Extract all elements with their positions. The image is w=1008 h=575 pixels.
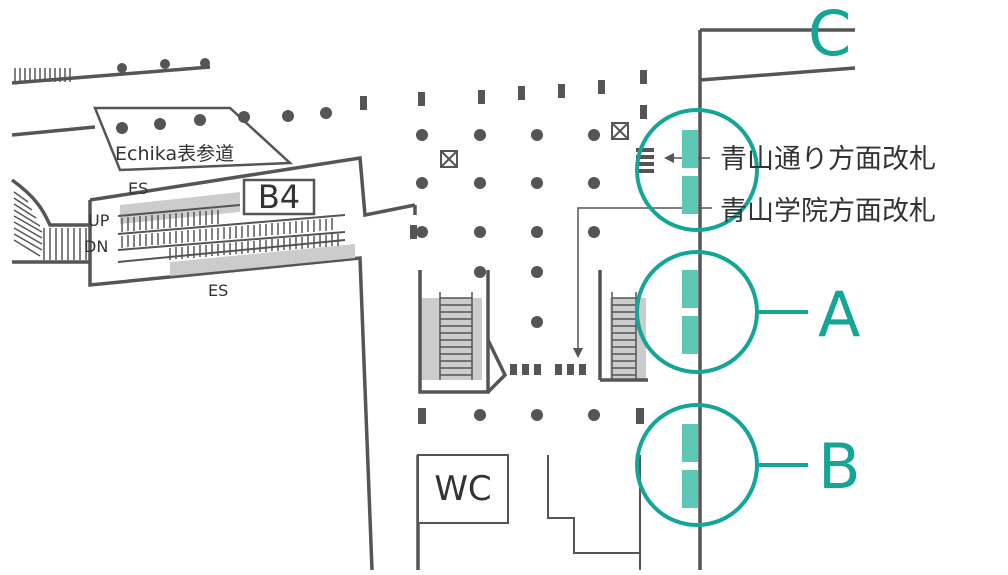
- pillar-dot: [474, 129, 486, 141]
- floor-dash: [518, 86, 525, 100]
- floor-dash: [640, 70, 647, 84]
- pillar-dot: [588, 177, 600, 189]
- floor-dash: [410, 225, 417, 239]
- escalator-band-lower: [170, 244, 355, 276]
- exit-b-letter: B: [818, 430, 861, 503]
- floor-dash: [636, 408, 644, 424]
- arrow-left-icon: [664, 153, 674, 163]
- pillar-dot: [588, 129, 600, 141]
- restroom-box: [417, 454, 509, 524]
- pillar-dot: [474, 226, 486, 238]
- pillar-dot: [117, 63, 127, 73]
- down-label: DN: [84, 237, 108, 256]
- elevator-marker-right: [611, 122, 629, 140]
- room-lower-left: [418, 455, 509, 524]
- pillar-dot: [416, 129, 428, 141]
- floor-dash: [558, 84, 565, 98]
- floor-dash: [598, 80, 605, 94]
- escalator-steps: [121, 210, 339, 260]
- pillar-dot: [531, 316, 543, 328]
- pillar-dot: [474, 177, 486, 189]
- floor-dash: [640, 105, 647, 119]
- ticket-gates: [682, 130, 698, 508]
- pillar-dot: [531, 409, 543, 421]
- floor-dash: [579, 364, 586, 375]
- floor-dash: [418, 408, 426, 424]
- floor-dash: [534, 364, 541, 375]
- pillar-dot: [320, 107, 332, 119]
- floor-badge: [242, 178, 316, 216]
- restroom-label: WC: [434, 469, 491, 509]
- escalator-upper-rails: [117, 204, 346, 263]
- floor-dashes: [360, 70, 647, 424]
- exit-c-letter: C: [808, 0, 851, 70]
- room-lower-right: [547, 455, 641, 554]
- escalator-band-upper: [120, 192, 240, 224]
- gate-aoyama-dori-label: 青山通り方面改札: [720, 144, 936, 175]
- stair-left: [418, 270, 508, 394]
- gate-aoyama-gakuin-label: 青山学院方面改札: [720, 196, 936, 227]
- pillar-dot: [531, 129, 543, 141]
- pillar-dot: [282, 110, 294, 122]
- floor-dash: [510, 364, 517, 375]
- echika-shop: [93, 106, 294, 172]
- pillar-dot: [474, 266, 486, 278]
- pillar-dot: [588, 409, 600, 421]
- floor-dash: [418, 92, 425, 106]
- pillar-dot: [531, 177, 543, 189]
- exit-c-circle: [635, 108, 759, 232]
- pillar-dot: [531, 266, 543, 278]
- pillar-dot: [116, 122, 128, 134]
- left-stairs: [13, 68, 87, 260]
- floor-dash: [478, 90, 485, 104]
- pillar-dot: [531, 226, 543, 238]
- pillar-dots: [116, 58, 600, 421]
- pillar-dot: [160, 59, 170, 69]
- pillar-dot: [200, 58, 210, 68]
- up-label: UP: [88, 211, 110, 230]
- pillar-dot: [416, 177, 428, 189]
- floor-dash: [555, 364, 562, 375]
- pillar-dot: [416, 226, 428, 238]
- elevator-marker-left: [440, 150, 458, 168]
- pillar-dot: [588, 226, 600, 238]
- escalator-lower-label: ES: [208, 281, 228, 300]
- escalator-upper-label: ES: [128, 179, 148, 198]
- floor-dash: [567, 364, 574, 375]
- floor-label: B4: [258, 178, 300, 216]
- walls: [10, 28, 856, 571]
- stair-right: [598, 270, 648, 382]
- exit-a-letter: A: [818, 278, 860, 351]
- pillar-dot: [154, 118, 166, 130]
- floor-dash: [522, 364, 529, 375]
- echika-label: Echika表参道: [115, 143, 234, 165]
- pillar-dot: [194, 114, 206, 126]
- floor-dash: [360, 96, 367, 110]
- arrow-down-icon: [573, 348, 583, 358]
- pillar-dot: [474, 409, 486, 421]
- pillar-dot: [238, 111, 250, 123]
- gate-stair-marks: [636, 148, 654, 173]
